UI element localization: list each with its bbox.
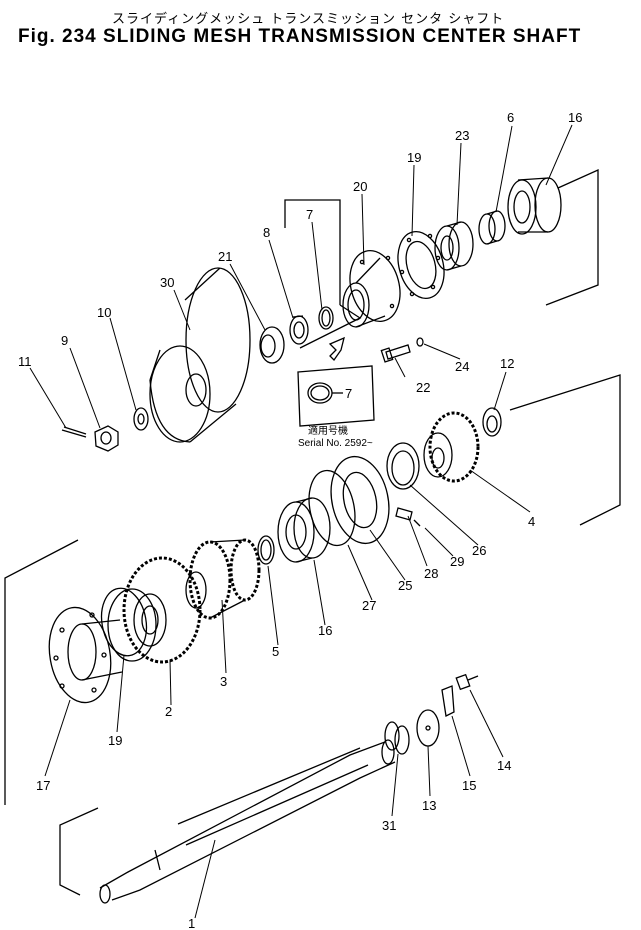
callout-26: 26 <box>472 543 486 558</box>
part-19-gasket-lower <box>100 587 148 657</box>
part-24-washer <box>416 337 424 347</box>
callout-2: 2 <box>165 704 172 719</box>
callout-29: 29 <box>450 554 464 569</box>
callout-31: 31 <box>382 818 396 833</box>
part-17-flange <box>48 606 123 704</box>
callout-7-inset: 7 <box>345 386 352 401</box>
callout-21: 21 <box>218 249 232 264</box>
part-3-gear-cluster <box>185 538 261 620</box>
part-4-gear <box>423 411 480 483</box>
part-25-retainer <box>330 455 390 545</box>
callout-22: 23 <box>455 128 469 143</box>
part-29-washer <box>413 519 421 527</box>
callout-20: 20 <box>353 179 367 194</box>
callout-30: 30 <box>160 275 174 290</box>
callout-16: 16 <box>318 623 332 638</box>
callout-6: 6 <box>507 110 514 125</box>
applicable-label: 適用号機 <box>308 424 348 437</box>
figure-title-japanese: スライディングメッシュ トランスミッション センタ シャフト <box>112 12 505 27</box>
callout-24: 24 <box>455 359 469 374</box>
callout-19: 19 <box>407 150 421 165</box>
assembly-bracket-lines <box>4 168 621 896</box>
part-2-gear <box>107 556 202 664</box>
part-26-ring <box>386 442 420 490</box>
part-18-bearing <box>507 177 562 235</box>
part-27-gasket <box>308 469 356 547</box>
callout-5: 5 <box>272 644 279 659</box>
callout-7: 7 <box>306 207 313 222</box>
leader-lines <box>29 124 573 919</box>
part-6-collar <box>478 210 506 245</box>
callout-4: 4 <box>528 514 535 529</box>
part-30-drum <box>149 267 251 443</box>
callout-1: 1 <box>188 916 195 930</box>
callout-12: 12 <box>500 356 514 371</box>
part-9-nut <box>94 425 119 452</box>
callout-14: 14 <box>497 758 511 773</box>
callout-13: 13 <box>422 798 436 813</box>
callout-19-lower: 19 <box>108 733 122 748</box>
callout-10: 10 <box>97 305 111 320</box>
callout-25: 25 <box>398 578 412 593</box>
part-8-ring <box>289 315 309 345</box>
callout-23: 22 <box>416 380 430 395</box>
callout-17: 17 <box>36 778 50 793</box>
part-13-plate <box>416 709 440 747</box>
part-31-shim <box>384 721 410 755</box>
part-14-bolt <box>455 673 479 691</box>
part-21-collar <box>259 326 285 364</box>
part-5-snap-ring <box>257 535 275 565</box>
arrow-indicator <box>328 336 345 362</box>
part-23-bolt <box>380 344 411 363</box>
part-12-ring <box>482 407 502 437</box>
part-1-center-shaft <box>99 739 396 904</box>
part-10-washer <box>133 407 149 431</box>
note-box-part-7 <box>297 365 375 427</box>
callout-3: 3 <box>220 674 227 689</box>
part-11-cotter-pin <box>61 426 87 438</box>
part-20-bearing-cage <box>342 250 401 328</box>
callout-28: 28 <box>424 566 438 581</box>
callout-18: 16 <box>568 110 582 125</box>
part-15-lock-plate <box>441 685 455 717</box>
serial-note: 適用号機 Serial No. 2592~ <box>298 424 373 449</box>
part-16-bearing <box>277 497 331 563</box>
callout-27: 27 <box>362 598 376 613</box>
callout-11: 11 <box>18 354 32 369</box>
callout-9: 9 <box>61 333 68 348</box>
part-19-gasket <box>397 231 445 299</box>
part-22-bearing <box>434 221 474 271</box>
callout-labels: 16 6 23 19 20 7 8 21 30 10 9 11 24 22 12… <box>18 110 582 930</box>
figure-title: Fig. 234 SLIDING MESH TRANSMISSION CENTE… <box>18 26 582 47</box>
callout-15: 15 <box>462 778 476 793</box>
callout-8: 8 <box>263 225 270 240</box>
serial-number: Serial No. 2592~ <box>298 438 373 449</box>
part-7-snap-ring <box>318 306 334 330</box>
part-28-bolt <box>395 507 413 521</box>
